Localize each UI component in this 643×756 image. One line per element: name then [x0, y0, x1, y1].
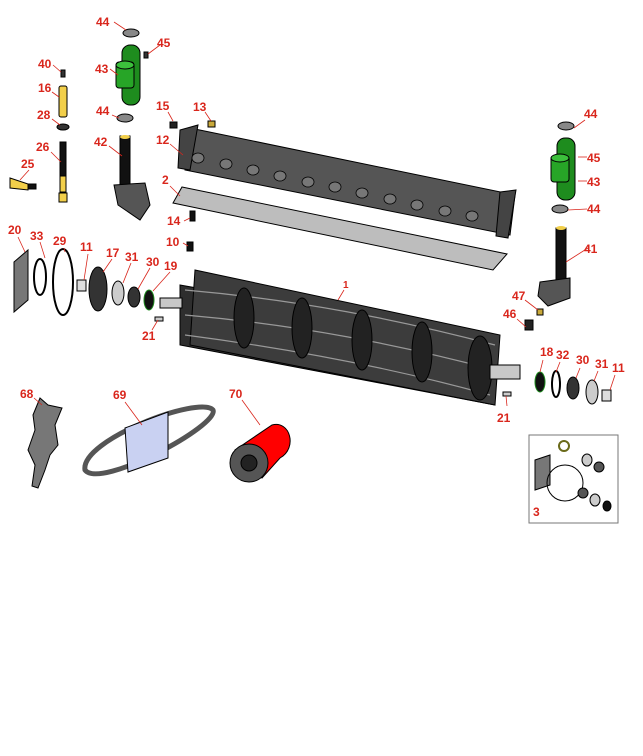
callout: 15 [156, 99, 170, 113]
callout: 45 [157, 36, 171, 50]
kit-box [528, 434, 619, 524]
callout: 14 [167, 214, 181, 228]
callout: 42 [94, 135, 108, 149]
callout: 19 [164, 259, 178, 273]
callout: 10 [166, 235, 180, 249]
callout: 30 [576, 353, 590, 367]
callout: 43 [587, 175, 601, 189]
callout: 1 [343, 280, 349, 291]
reel [159, 269, 521, 406]
leader-lines [17, 21, 616, 426]
callout: 21 [497, 411, 511, 425]
callout: 44 [96, 104, 110, 118]
callout: 69 [113, 388, 127, 402]
callout: 43 [95, 62, 109, 76]
callout: 3 [533, 505, 540, 519]
callout: 13 [193, 100, 207, 114]
callout: 68 [20, 387, 34, 401]
left-small-parts [9, 69, 70, 203]
callout: 46 [503, 307, 517, 321]
callout: 41 [584, 242, 598, 256]
callout: 25 [21, 157, 35, 171]
callout: 16 [38, 81, 52, 95]
callout: 45 [587, 151, 601, 165]
bedbar [169, 120, 517, 271]
callout: 31 [125, 250, 139, 264]
callout: 31 [595, 357, 609, 371]
callout: 11 [612, 361, 625, 375]
callout: 26 [36, 140, 50, 154]
callout: 12 [156, 133, 170, 147]
right-bearing-parts [502, 370, 612, 405]
filter-70 [229, 423, 291, 483]
right-bracket-assembly [524, 121, 576, 331]
callout: 20 [8, 223, 22, 237]
callout: 47 [512, 289, 526, 303]
callout: 21 [142, 329, 156, 343]
belt-69 [82, 404, 216, 477]
callout: 70 [229, 387, 243, 401]
callout: 2 [162, 173, 169, 187]
left-bearing-parts [13, 248, 164, 322]
callout: 44 [587, 202, 601, 216]
callout: 28 [37, 108, 51, 122]
callout: 29 [53, 234, 67, 248]
callout: 17 [106, 246, 120, 260]
callout: 44 [96, 15, 110, 29]
callout: 44 [584, 107, 598, 121]
left-bracket-assembly [113, 28, 151, 221]
callout-labels: 44 45 43 40 16 28 44 26 42 25 15 13 12 2… [8, 15, 625, 519]
gasket-68 [27, 397, 63, 489]
callout: 30 [146, 255, 160, 269]
callout: 18 [540, 345, 554, 359]
callout: 33 [30, 229, 44, 243]
callout: 40 [38, 57, 52, 71]
callout: 11 [80, 240, 93, 254]
callout: 32 [556, 348, 570, 362]
